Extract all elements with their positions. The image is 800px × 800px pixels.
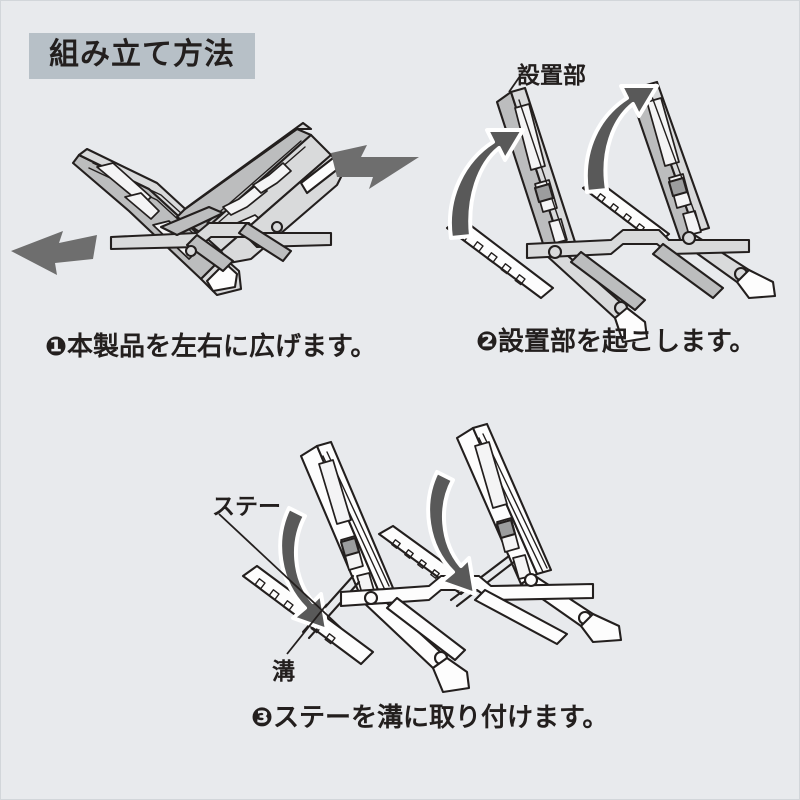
base-frame bbox=[339, 572, 623, 694]
right-raised-panel bbox=[455, 422, 553, 586]
base-frame bbox=[525, 228, 777, 344]
step-3-caption: ❸ステーを溝に取り付けます。 bbox=[251, 702, 609, 732]
left-raised-panel bbox=[495, 86, 577, 258]
callout-mizo-label: 溝 bbox=[272, 658, 295, 684]
page-title: 組み立て方法 bbox=[49, 38, 235, 71]
step-1-caption: ❶本製品を左右に広げます。 bbox=[45, 331, 377, 361]
step-1: ❶本製品を左右に広げます。 bbox=[1, 111, 431, 381]
step-3-figure bbox=[218, 422, 623, 694]
right-raised-panel bbox=[629, 80, 711, 244]
step-2-caption: ❷設置部を起こします。 bbox=[476, 326, 756, 356]
step-3: ❸ステーを溝に取り付けます。 bbox=[201, 416, 799, 756]
callout-stay-label: ステー bbox=[212, 493, 281, 519]
callout-setchibu-label: 設置部 bbox=[517, 62, 586, 88]
arrow-expand-left bbox=[11, 231, 97, 275]
arrow-stay-left bbox=[278, 506, 329, 632]
callout-mizo-leader bbox=[286, 603, 328, 655]
callout-setchibu-leader bbox=[508, 65, 528, 93]
page-title-banner: 組み立て方法 bbox=[29, 33, 255, 79]
arrow-lift-right bbox=[583, 84, 659, 194]
step-2-figure bbox=[445, 65, 777, 344]
hinge-brace-group bbox=[109, 205, 333, 273]
arrow-stay-right bbox=[426, 470, 477, 596]
arrow-lift-left bbox=[447, 128, 525, 240]
arrow-expand-right bbox=[331, 145, 419, 189]
callout-stay-leader bbox=[218, 513, 342, 629]
left-raised-panel bbox=[299, 440, 395, 604]
step-1-figure bbox=[11, 121, 419, 297]
step-2: ❷設置部を起こします。 bbox=[431, 56, 799, 381]
